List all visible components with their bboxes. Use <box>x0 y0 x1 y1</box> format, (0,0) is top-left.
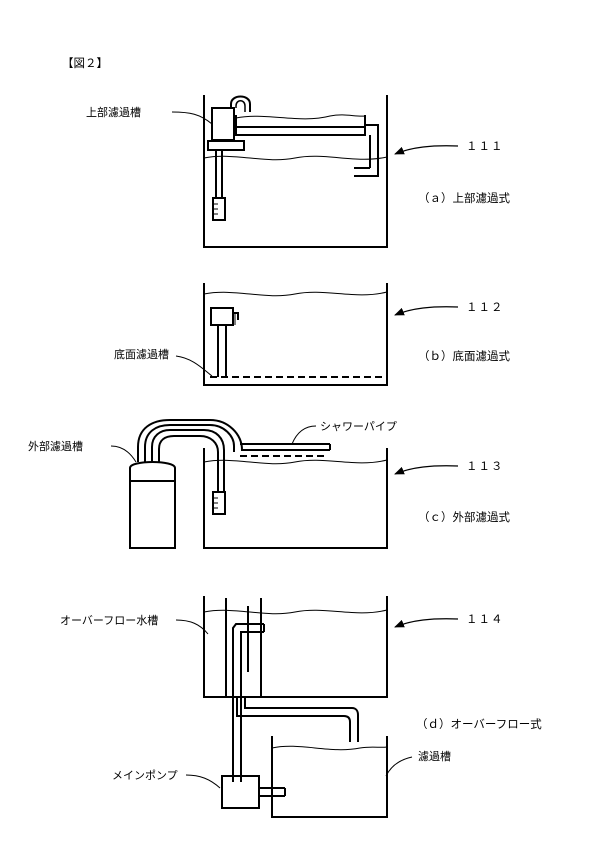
panel-a-pump <box>212 108 234 140</box>
panel-b-water-surface <box>204 292 387 296</box>
panel-d-caption: （ｄ）オーバーフロー式 <box>416 717 542 731</box>
panel-a-label-leader <box>172 112 212 124</box>
panel-a-caption: （ａ）上部濾過式 <box>418 191 510 205</box>
panel-a-top-filter: 上部濾過槽 １１１ （ａ）上部濾過式 <box>86 95 510 247</box>
panel-c-pipe-label: シャワーパイプ <box>320 420 397 433</box>
panel-d-filter-label: 濾過槽 <box>418 749 451 763</box>
panel-d-pump-leader <box>186 775 220 788</box>
panel-b-ref-arrow <box>395 307 458 315</box>
panel-a-filter-tray <box>236 115 365 135</box>
panel-d-pump-label: メインポンプ <box>112 769 178 782</box>
panel-d-drain-pipe <box>237 697 350 742</box>
panel-d-sump-water <box>272 746 387 749</box>
panel-b-ref-number: １１２ <box>466 300 504 314</box>
panel-a-pump-base <box>208 141 244 150</box>
panel-a-filter-label: 上部濾過槽 <box>86 105 141 119</box>
panel-d-water-surface <box>204 610 387 614</box>
panel-d-overflow: オーバーフロー水槽 メインポンプ 濾過槽 １１４ （ｄ）オーバーフロー式 <box>60 596 542 817</box>
panel-b-tank <box>204 283 387 385</box>
panel-c-filter-label: 外部濾過槽 <box>28 439 83 453</box>
panel-c-pipe-leader <box>292 426 316 444</box>
panel-c-external-filter: 外部濾過槽 シャワーパイプ １１３ （ｃ）外部濾過式 <box>28 420 510 548</box>
panel-d-ref-arrow <box>395 619 458 627</box>
panel-c-filter-leader <box>111 446 136 462</box>
panel-b-bottom-filter: 底面濾過槽 １１２ （ｂ）底面濾過式 <box>114 283 510 385</box>
panel-c-ref-number: １１３ <box>466 459 504 473</box>
panel-c-ref-arrow <box>395 466 458 474</box>
panel-a-filter-water <box>236 115 365 119</box>
figure-label: 【図２】 <box>62 56 108 70</box>
panel-d-sump <box>272 736 387 817</box>
panel-d-ref-number: １１４ <box>466 612 504 626</box>
panel-a-ref-arrow <box>395 146 458 154</box>
panel-b-label-leader <box>176 356 212 376</box>
panel-a-tank <box>204 95 387 247</box>
panel-d-tank-label: オーバーフロー水槽 <box>60 614 158 627</box>
panel-d-filter-leader <box>386 757 412 776</box>
panel-c-water-surface <box>204 460 387 464</box>
panel-c-caption: （ｃ）外部濾過式 <box>418 510 510 524</box>
panel-b-pump-head <box>211 308 233 325</box>
panel-c-canister <box>130 462 175 548</box>
panel-d-main-tank <box>204 596 387 697</box>
panel-b-filter-label: 底面濾過槽 <box>114 347 169 361</box>
panel-b-caption: （ｂ）底面濾過式 <box>418 349 510 363</box>
panel-a-ref-number: １１１ <box>466 139 504 153</box>
panel-a-water-surface <box>204 156 387 159</box>
